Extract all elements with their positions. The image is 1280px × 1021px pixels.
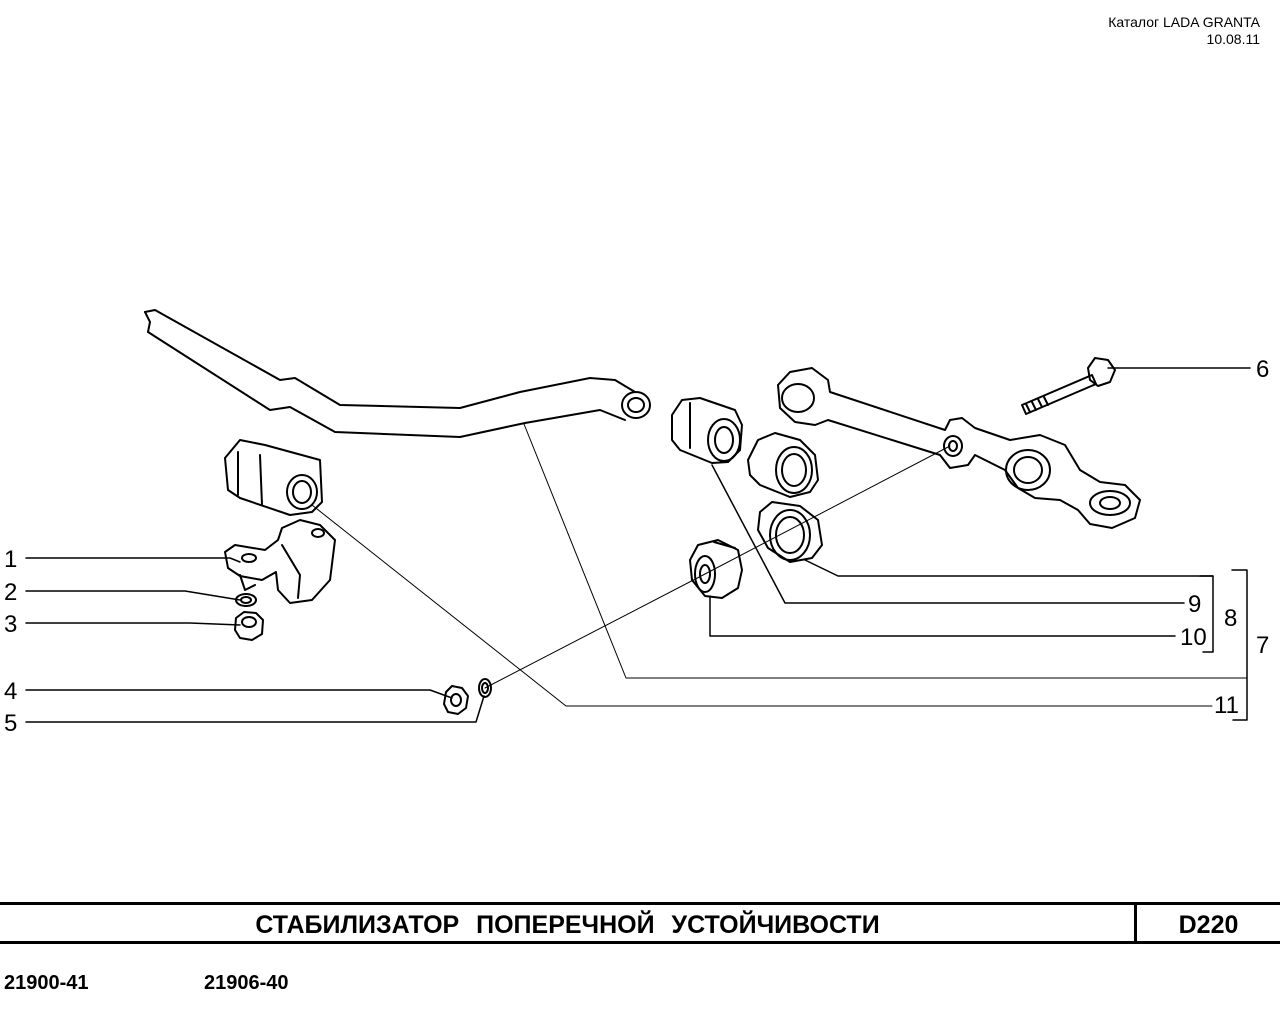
callout-7: 7 (1256, 632, 1269, 659)
bushing-ring (757, 501, 823, 563)
stabilizer-cushion (224, 439, 323, 516)
callout-4: 4 (4, 678, 17, 705)
leader-lines (25, 367, 1251, 723)
callout-10: 10 (1180, 624, 1207, 651)
title-divider (1134, 905, 1137, 941)
model-code-2: 21906-40 (204, 972, 289, 994)
callout-1: 1 (4, 546, 17, 573)
assembly-axis-lines (311, 423, 1248, 707)
diagram-code: D220 (1178, 911, 1239, 939)
callout-11: 11 (1214, 692, 1239, 719)
nut-item-3 (234, 611, 264, 641)
catalog-name: Каталог LADA GRANTA (1108, 14, 1260, 30)
bushing-upper (671, 397, 743, 464)
exploded-parts-diagram: 1 2 3 4 5 6 7 8 9 10 11 (4, 309, 1269, 737)
title-bar: СТАБИЛИЗАТОР ПОПЕРЕЧНОЙ УСТОЙЧИВОСТИ D22… (0, 902, 1280, 944)
callout-2: 2 (4, 579, 17, 606)
catalog-header: Каталог LADA GRANTA 10.08.11 (1108, 14, 1260, 48)
callout-3: 3 (4, 611, 17, 638)
callout-8: 8 (1224, 605, 1237, 632)
callout-numbers: 1 2 3 4 5 6 7 8 9 10 11 (4, 356, 1269, 737)
suspension-arm (777, 367, 1141, 529)
washer-item-5 (478, 678, 492, 698)
cushion-bracket (224, 519, 336, 604)
stabilizer-bar (144, 309, 651, 438)
catalog-date: 10.08.11 (1206, 31, 1260, 47)
bolt-item-6 (1021, 357, 1116, 415)
callout-9: 9 (1188, 591, 1201, 618)
model-code-1: 21900-41 (4, 972, 89, 994)
callout-5: 5 (4, 710, 17, 737)
page-title: СТАБИЛИЗАТОР ПОПЕРЕЧНОЙ УСТОЙЧИВОСТИ (255, 911, 880, 939)
nut-item-4 (443, 685, 469, 715)
bushing-lower (689, 539, 743, 599)
callout-6: 6 (1256, 356, 1269, 383)
spacer-sleeve (747, 432, 819, 498)
